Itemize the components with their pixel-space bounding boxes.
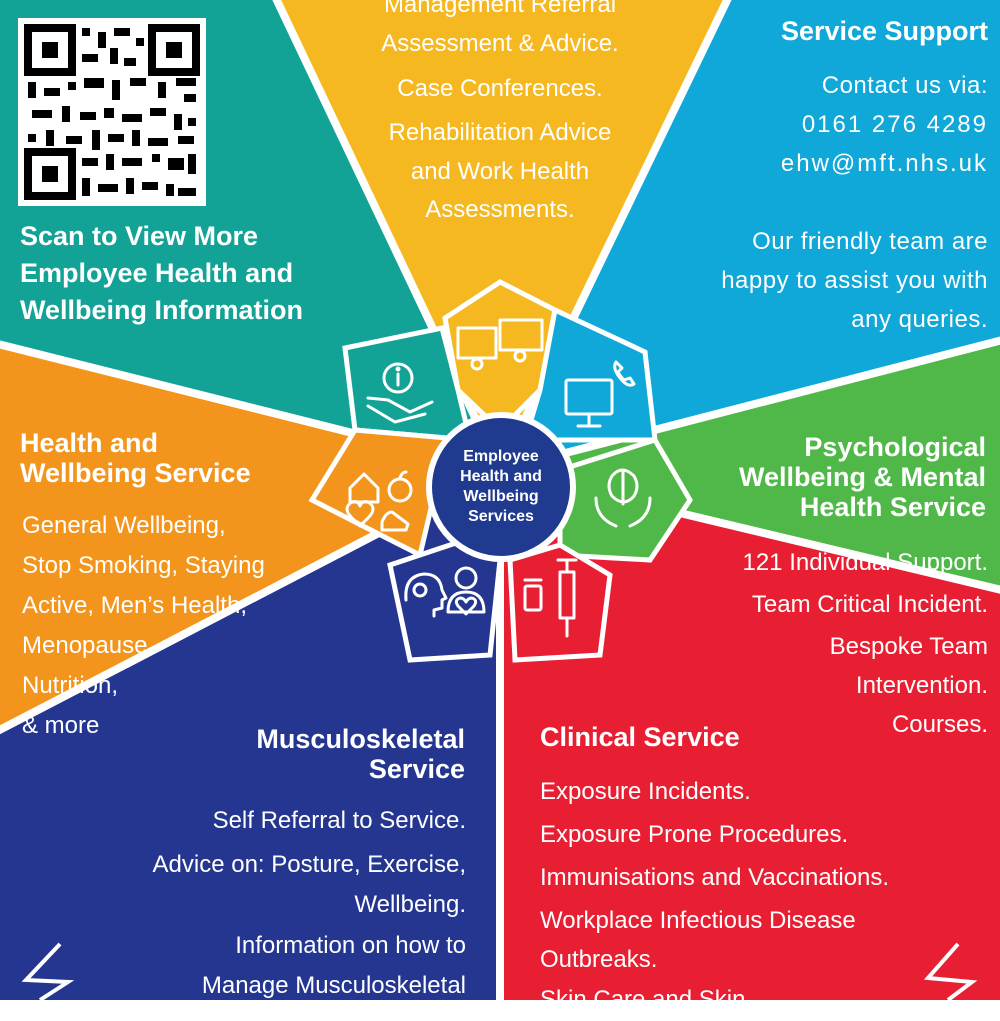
top-line: and Work Health xyxy=(410,158,590,185)
msk-title-line: Service xyxy=(368,754,465,784)
puzzle-icon xyxy=(456,318,544,371)
support-line xyxy=(620,183,988,222)
brain-hands-icon xyxy=(594,468,652,528)
hub-line: Services xyxy=(468,508,534,525)
top-line: Rehabilitation Advice xyxy=(388,119,612,146)
sector-red xyxy=(500,470,1000,1000)
logo-arrow-right xyxy=(923,942,978,1000)
psych-title-line: Psychological xyxy=(804,432,986,462)
clinical-line: Outbreaks. xyxy=(540,946,658,973)
msk-line: Wellbeing. xyxy=(354,891,466,918)
psych-line: Intervention. xyxy=(855,672,988,699)
clinical-line: Workplace Infectious Disease xyxy=(540,907,856,934)
top-line: Case Conferences. xyxy=(397,75,603,102)
hw-title-line: Wellbeing Service xyxy=(20,458,251,488)
psych-line: Courses. xyxy=(891,711,988,738)
hw-line: Active, Men’s Health, xyxy=(22,592,247,619)
health-wellbeing-title: Health and Wellbeing Service xyxy=(20,428,340,488)
clinical-body: Exposure Incidents. Exposure Prone Proce… xyxy=(540,770,980,1021)
msk-line: Self Referral to Service. xyxy=(212,807,466,834)
msk-line: Manage Musculoskeletal xyxy=(201,972,466,999)
qr-caption-line: Scan to View More xyxy=(20,221,259,251)
psychological-title: Psychological Wellbeing & Mental Health … xyxy=(660,432,986,522)
top-line: Management Referral xyxy=(383,0,617,18)
msk-title-line: Musculoskeletal xyxy=(256,724,465,754)
hw-line: Nutrition, xyxy=(22,672,119,699)
qr-caption-line: Wellbeing Information xyxy=(20,295,303,325)
support-line: any queries. xyxy=(851,306,988,333)
service-support-body: Contact us via: 0161 276 4289 ehw@mft.nh… xyxy=(620,66,988,339)
cell-contact xyxy=(521,306,658,443)
sector-navy xyxy=(0,470,500,1000)
hub-line: Health and xyxy=(460,468,542,485)
info-hand-icon xyxy=(366,362,434,424)
musculoskeletal-body: Self Referral to Service. Advice on: Pos… xyxy=(60,800,466,1004)
support-line: happy to assist you with xyxy=(721,267,988,294)
phone-monitor-icon xyxy=(564,360,636,428)
hub-line: Employee xyxy=(463,448,539,465)
clinical-line: Immunisations and Vaccinations. xyxy=(540,864,890,891)
musculoskeletal-title: Musculoskeletal Service xyxy=(140,724,465,784)
support-line: Our friendly team are xyxy=(752,228,988,255)
logo-arrow-left xyxy=(21,942,75,1000)
hub-circle: Employee Health and Wellbeing Services xyxy=(426,412,576,562)
qr-caption-line: Employee Health and xyxy=(20,258,294,288)
clinical-line: Exposure Prone Procedures. xyxy=(540,821,849,848)
top-line: Assessment & Advice. xyxy=(381,30,619,57)
psych-title-line: Health Service xyxy=(799,492,986,522)
email-link[interactable]: ehw@mft.nhs.uk xyxy=(780,150,988,177)
syringe-vial-icon xyxy=(523,558,578,638)
service-support-title: Service Support xyxy=(780,16,988,46)
hw-line: Menopause, xyxy=(22,632,155,659)
hub-line: Wellbeing xyxy=(463,488,539,505)
top-sector-text: Management Referral Assessment & Advice.… xyxy=(330,0,670,229)
support-line: Contact us via: xyxy=(821,72,988,99)
qr-caption: Scan to View More Employee Health and We… xyxy=(20,218,380,329)
psych-title-line: Wellbeing & Mental xyxy=(738,462,986,492)
hw-line: General Wellbeing, xyxy=(22,512,226,539)
lifestyle-icon xyxy=(345,470,413,532)
hw-line: & more xyxy=(22,712,100,739)
top-line: Assessments. xyxy=(425,196,575,223)
sector-yellow xyxy=(280,0,725,470)
qr-code[interactable] xyxy=(18,18,206,206)
phone-number[interactable]: 0161 276 4289 xyxy=(801,111,988,138)
psychological-body: 121 Individual Support. Team Critical In… xyxy=(660,542,988,746)
cell-mind xyxy=(557,437,693,563)
clinical-title: Clinical Service xyxy=(540,722,740,752)
health-wellbeing-body: General Wellbeing, Stop Smoking, Staying… xyxy=(22,506,342,746)
psych-line: 121 Individual Support. xyxy=(742,549,988,576)
psych-line: Team Critical Incident. xyxy=(751,591,988,618)
msk-line: Information on how to xyxy=(235,932,466,959)
head-person-icon xyxy=(404,566,486,618)
clinical-line: Exposure Incidents. xyxy=(540,778,751,805)
background-sectors xyxy=(0,0,1000,1000)
hw-line: Stop Smoking, Staying xyxy=(22,552,265,579)
psych-line: Bespoke Team xyxy=(829,633,988,660)
qr-code-icon xyxy=(24,24,200,200)
msk-line: Advice on: Posture, Exercise, xyxy=(152,851,466,878)
hw-title-line: Health and xyxy=(20,428,159,458)
